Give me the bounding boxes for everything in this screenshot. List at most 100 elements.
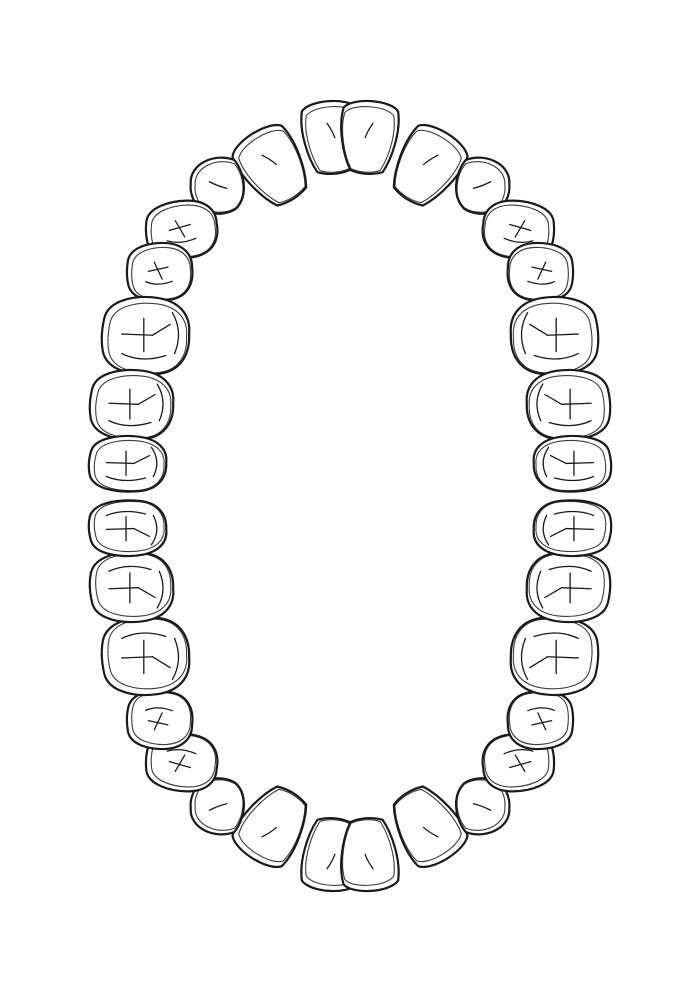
lower-left-third-molar-tooth [87,499,168,558]
upper-right-central-incisor-groove-0 [364,122,374,139]
upper-right-canine-ridge [456,161,506,213]
lower-right-central-incisor-groove-0 [364,853,374,870]
lower-right-second-molar-groove-4 [536,570,544,609]
lower-right-first-molar-groove-3 [533,632,579,640]
lower-left-canine-tooth [189,777,245,836]
lower-left-third-molar-groove-3 [105,510,147,517]
upper-right-lateral-incisor-ridge [394,129,462,204]
lower-right-lateral-incisor-crown [392,785,469,869]
lower-right-third-molar-ridge [535,500,607,553]
upper-right-second-premolar-tooth [506,241,575,302]
lower-right-lateral-incisor-tooth [392,785,469,869]
upper-left-canine-tooth [189,156,245,215]
lower-right-second-molar-groove-2 [544,587,563,599]
upper-left-first-premolar-groove-2 [166,237,197,244]
upper-right-third-molar-groove-2 [549,454,567,465]
lower-right-lateral-incisor-ridge [394,788,462,863]
upper-left-lateral-incisor-crown [231,123,308,207]
upper-left-first-molar-crown [100,295,191,376]
lower-left-second-molar-groove-2 [137,587,156,599]
lower-right-second-molar-ridge [528,553,605,617]
upper-right-second-molar-tooth [525,368,612,441]
upper-right-second-molar-groove-2 [544,393,563,405]
upper-right-lateral-incisor-crown [392,123,469,207]
upper-right-first-molar-ridge [512,302,593,374]
lower-left-lateral-incisor-ridge [238,788,306,863]
lower-left-first-molar-groove-3 [121,632,167,640]
upper-left-second-premolar-tooth [125,241,194,302]
lower-left-third-molar-groove-0 [105,527,135,531]
upper-right-third-molar-groove-4 [542,446,550,478]
lower-left-canine-groove-0 [208,803,228,811]
lower-left-lateral-incisor-groove-0 [261,826,278,838]
lower-left-third-molar-ridge [93,500,165,553]
upper-right-second-premolar-groove-1 [537,261,547,280]
lower-left-second-molar-groove-0 [108,587,139,590]
upper-left-lateral-incisor-tooth [231,123,308,207]
lower-left-second-premolar-ridge [131,692,192,746]
upper-left-second-premolar-ridge [131,246,192,300]
lower-left-first-molar-crown [100,616,191,697]
lower-right-first-molar-ridge [512,618,593,690]
lower-left-first-molar-groove-4 [171,637,180,681]
upper-left-first-molar-groove-0 [121,333,154,336]
upper-right-first-molar-crown [509,295,600,376]
upper-right-second-premolar-groove-2 [527,280,555,285]
lower-left-second-premolar-tooth [125,690,194,751]
lower-right-lateral-incisor-groove-0 [422,826,439,838]
lower-left-first-molar-groove-0 [121,656,154,659]
lower-right-second-premolar-tooth [506,690,575,751]
lower-right-second-premolar-ridge [508,692,569,746]
upper-right-second-molar-ridge [528,375,605,439]
lower-left-lateral-incisor-tooth [231,785,308,869]
lower-left-first-premolar-groove-2 [166,748,197,755]
upper-left-second-molar-groove-3 [108,420,152,427]
lower-right-third-molar-groove-4 [542,514,550,546]
lower-left-second-molar-groove-3 [108,565,152,572]
upper-left-canine-ridge [194,161,244,213]
upper-right-first-premolar-groove-1 [514,220,526,238]
lower-right-first-premolar-groove-1 [514,754,526,772]
upper-right-third-molar-tooth [532,434,613,493]
lower-right-third-molar-groove-2 [549,527,567,538]
upper-right-first-premolar-groove-2 [503,237,534,244]
upper-left-first-molar-groove-3 [121,352,167,360]
lower-right-first-premolar-groove-2 [503,748,534,755]
lower-right-first-molar-crown [509,616,600,697]
upper-left-third-molar-groove-4 [150,446,158,478]
lower-right-central-incisor-tooth [340,816,400,893]
upper-left-third-molar-groove-2 [133,454,151,465]
upper-right-second-molar-groove-4 [536,383,544,422]
upper-right-third-molar-groove-0 [565,461,595,465]
upper-right-third-molar-ridge [535,439,607,492]
upper-left-second-molar-groove-2 [137,393,156,405]
lower-left-second-premolar-groove-1 [153,712,163,731]
upper-right-first-molar-groove-0 [546,333,579,336]
lower-left-second-molar-groove-4 [156,570,164,609]
upper-left-second-molar-ridge [95,375,172,439]
lower-left-first-molar-groove-2 [151,656,171,669]
lower-right-central-incisor-ridge [342,819,395,886]
lower-right-canine-tooth [455,777,511,836]
lower-right-third-molar-groove-0 [565,527,595,531]
lower-right-first-molar-groove-2 [529,656,549,669]
upper-right-central-incisor-ridge [342,106,395,173]
upper-left-lateral-incisor-ridge [238,129,306,204]
lower-right-second-premolar-groove-1 [537,712,547,731]
lower-right-second-premolar-crown [506,690,575,751]
lower-left-first-molar-ridge [107,618,188,690]
upper-right-canine-tooth [455,156,511,215]
upper-right-first-molar-groove-2 [529,323,549,336]
upper-left-third-molar-groove-0 [105,461,135,465]
lower-left-second-premolar-crown [125,690,194,751]
upper-left-first-premolar-groove-1 [174,220,186,238]
upper-left-lateral-incisor-groove-0 [261,154,278,166]
upper-left-third-molar-ridge [93,439,165,492]
lower-right-third-molar-tooth [532,499,613,558]
upper-left-central-incisor-groove-0 [326,122,336,139]
lower-right-third-molar-groove-3 [553,510,595,517]
lower-left-central-incisor-groove-0 [326,853,336,870]
upper-right-canine-groove-0 [472,181,492,189]
upper-left-first-molar-groove-2 [151,323,171,336]
